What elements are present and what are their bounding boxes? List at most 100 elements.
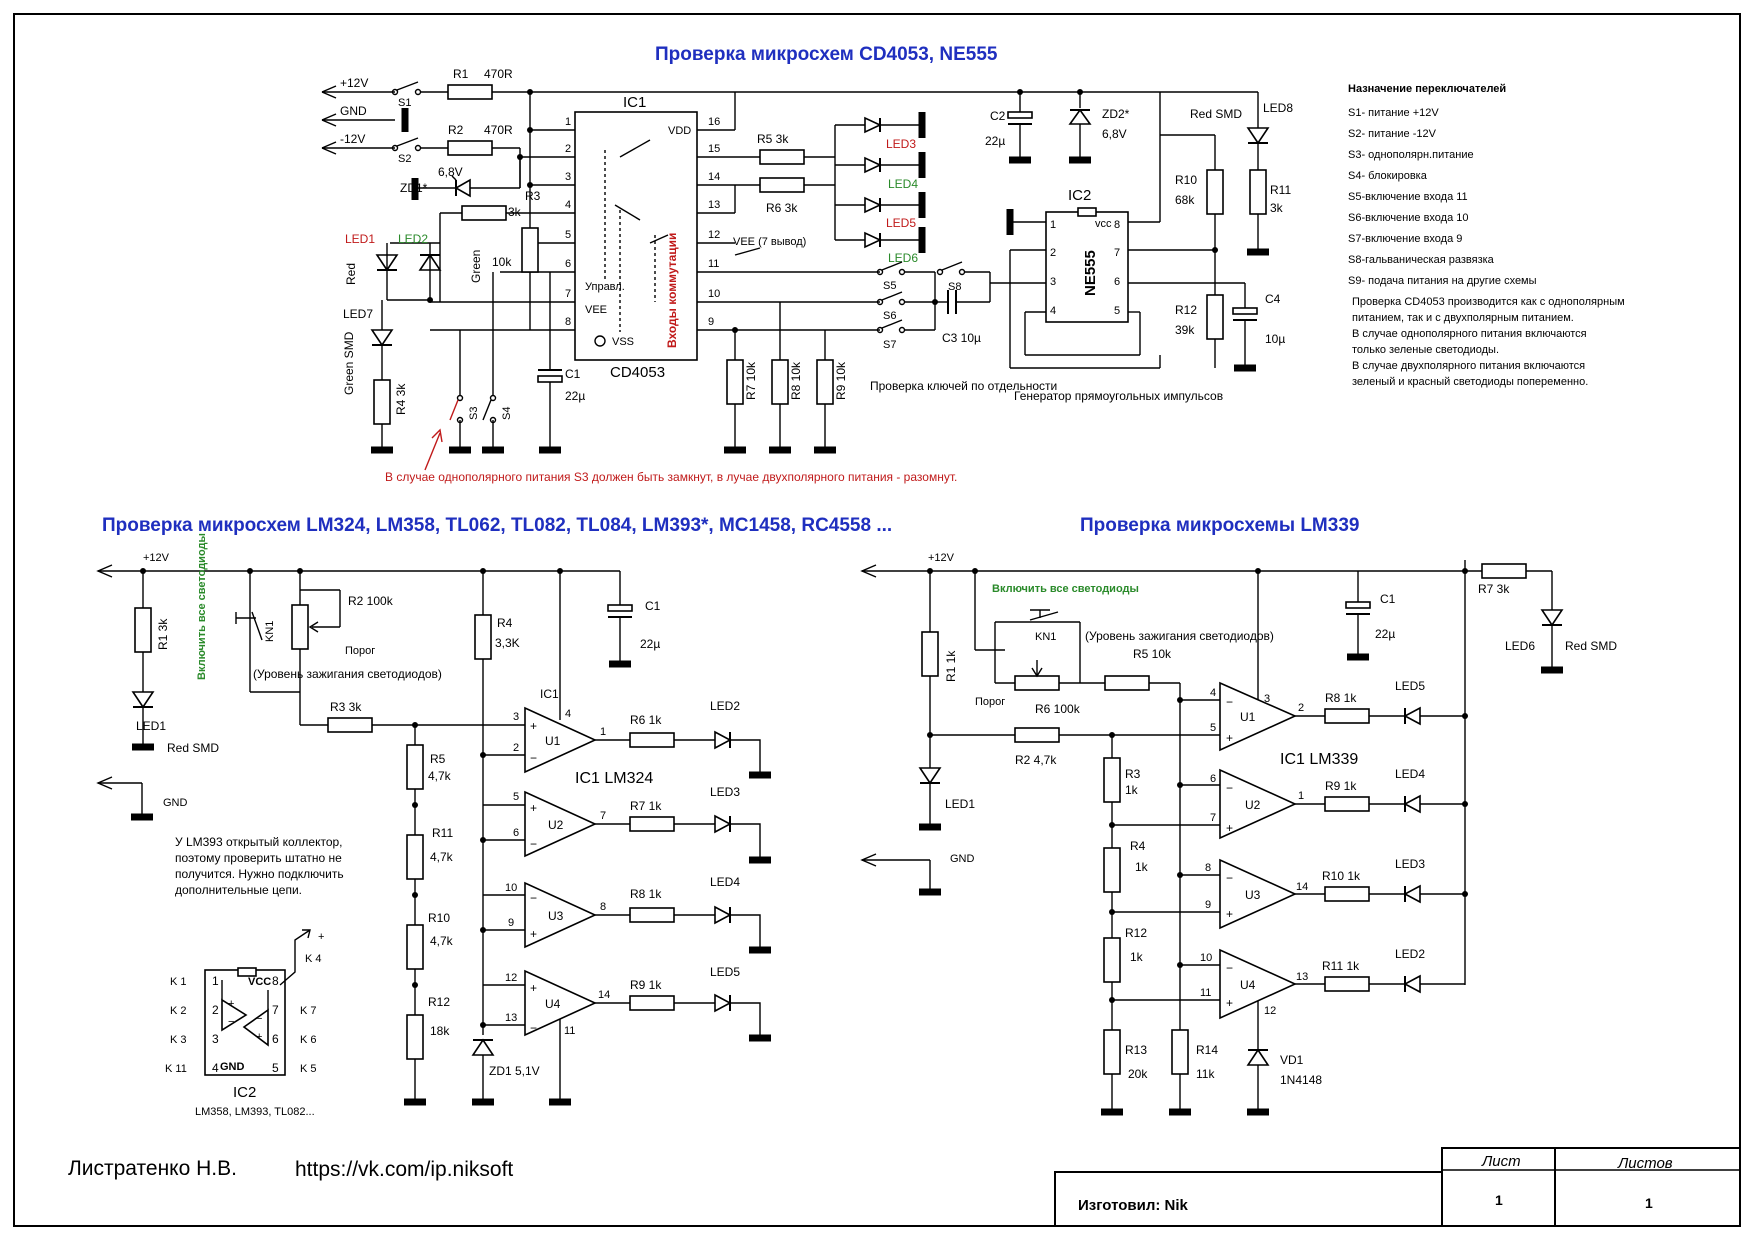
svg-text:U1: U1 [1240,710,1256,724]
rail-m12: -12V [340,132,365,146]
outer-frame [13,13,1741,1227]
svg-text:GND: GND [950,853,975,865]
svg-text:R2: R2 [448,123,464,137]
svg-text:LED1: LED1 [345,232,375,246]
svg-text:VEE (7 вывод): VEE (7 вывод) [733,236,806,248]
svg-text:K 7: K 7 [300,1005,317,1017]
svg-text:R13: R13 [1125,1043,1147,1057]
switch-s5[interactable]: S5 [876,261,906,292]
switch-s6[interactable]: S6 [876,291,906,322]
ic1-cd4053 [574,111,698,361]
right-resistor-r1 [921,631,939,677]
svg-text:10: 10 [1200,952,1212,964]
svg-text:C1: C1 [565,367,581,381]
svg-text:6: 6 [513,827,519,839]
svg-text:−: − [1226,781,1233,795]
svg-text:22µ: 22µ [985,134,1005,148]
svg-text:3,3K: 3,3K [495,636,520,650]
svg-text:K 1: K 1 [170,976,187,988]
svg-text:R7 3k: R7 3k [1478,582,1510,596]
right-outputs: R8 1k R9 1k R10 1k R11 1k LED5 LED4 LED3… [1295,679,1468,994]
svg-text:8: 8 [1114,219,1120,231]
switch-s3[interactable]: S3 [449,330,480,454]
svg-text:VCC: VCC [248,976,271,988]
right-resistor-r14 [1171,1029,1189,1075]
svg-text:R6 1k: R6 1k [630,713,662,727]
svg-text:−: − [1226,961,1233,975]
svg-text:IC1 LM339: IC1 LM339 [1280,751,1358,768]
svg-text:10k: 10k [492,255,512,269]
svg-text:5: 5 [1114,305,1120,317]
switch-desc-line: питанием, так и с двухполярным питанием. [1352,312,1574,324]
svg-text:+: + [530,981,537,995]
svg-text:R10 1k: R10 1k [1322,869,1361,883]
title-left: Проверка микросхем LM324, LM358, TL062, … [102,515,892,536]
svg-text:6: 6 [565,258,571,270]
resistor-10k [521,227,539,273]
svg-text:VEE: VEE [585,304,607,316]
svg-text:4: 4 [212,1061,219,1075]
svg-text:LED6: LED6 [888,251,918,265]
svg-text:12: 12 [1264,1005,1276,1017]
right-button-kn1[interactable]: KN1 [995,609,1080,643]
right-resistor-r12 [1103,937,1121,983]
title-top: Проверка микросхем CD4053, NE555 [655,44,998,65]
svg-text:Red: Red [344,263,358,285]
switch-s4[interactable]: S4 [482,272,513,454]
rail-inputs: +12V GND -12V [321,76,409,155]
svg-text:6,8V: 6,8V [438,165,463,179]
svg-text:7: 7 [600,810,606,822]
svg-text:R9 1k: R9 1k [630,978,662,992]
url-link[interactable]: https://vk.com/ip.niksoft [295,1158,513,1181]
svg-text:8: 8 [1205,862,1211,874]
svg-text:R1 1k: R1 1k [944,650,958,682]
svg-text:6: 6 [272,1032,279,1046]
svg-text:C1: C1 [645,599,661,613]
svg-text:8: 8 [565,316,571,328]
svg-text:VSS: VSS [612,336,634,348]
svg-text:7: 7 [565,288,571,300]
inputs-label: Входы коммутации [665,233,679,348]
svg-text:2: 2 [1050,247,1056,259]
svg-text:8: 8 [600,901,606,913]
svg-text:1: 1 [1050,219,1056,231]
ne555-pins: 1 2 3 4 8 7 6 5 [1050,219,1120,317]
switch-legend-item: S4- блокировка [1348,170,1428,182]
led7-green [370,329,394,347]
right-diode-vd1 [1246,1048,1270,1066]
left-resistor-r11 [406,834,424,880]
svg-text:R5: R5 [430,752,446,766]
svg-text:vcc: vcc [1095,218,1112,230]
svg-text:LED4: LED4 [1395,767,1425,781]
svg-text:470R: 470R [484,67,513,81]
svg-text:S3: S3 [468,407,480,420]
svg-text:22µ: 22µ [640,637,660,651]
svg-text:22µ: 22µ [565,389,585,403]
switch-legend-item: S9- подача питания на другие схемы [1348,275,1537,287]
resistor-r5 [759,149,805,165]
svg-text:S4: S4 [501,407,513,420]
svg-text:LED5: LED5 [1395,679,1425,693]
right-resistor-r13 [1103,1029,1121,1075]
svg-text:1: 1 [212,974,219,988]
svg-text:Green SMD: Green SMD [342,331,356,395]
svg-text:10: 10 [505,882,517,894]
svg-text:R8 1k: R8 1k [1325,691,1357,705]
svg-text:470R: 470R [484,123,513,137]
svg-text:R3 3k: R3 3k [330,700,362,714]
left-opamp-u2: +− U2 5 6 7 [483,790,606,858]
switch-s8[interactable]: S8 [936,261,966,293]
switch-s2[interactable]: S2 [391,137,422,165]
svg-text:4: 4 [1050,305,1056,317]
right-led1 [918,767,942,785]
switch-s7[interactable]: S7 [876,319,906,351]
svg-text:−: − [1226,871,1233,885]
svg-text:R14: R14 [1196,1043,1218,1057]
switches-heading: Назначение переключателей [1348,83,1506,95]
svg-text:R12: R12 [1175,303,1197,317]
svg-text:14: 14 [1296,881,1308,893]
svg-text:15: 15 [708,143,720,155]
switch-s1[interactable]: S1 [391,81,422,109]
svg-text:Листов: Листов [1617,1155,1673,1172]
left-button-kn1[interactable]: KN1 [235,611,276,642]
